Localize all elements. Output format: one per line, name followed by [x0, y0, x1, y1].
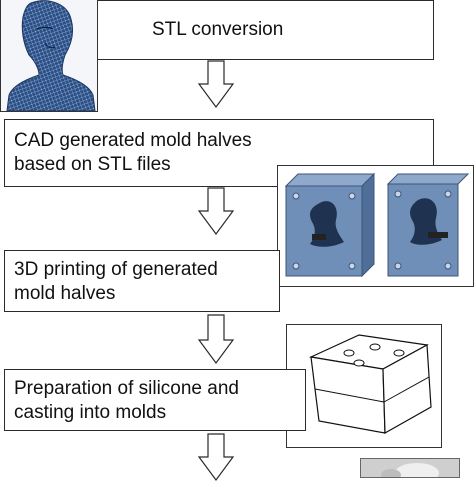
mold-halves-image	[277, 165, 474, 287]
step-silicone-casting-label: Preparation of silicone and casting into…	[14, 378, 239, 423]
mold-halves-icon	[284, 172, 470, 278]
cast-photo-image	[360, 458, 460, 478]
step-stl-conversion-label: STL conversion	[152, 19, 284, 40]
step-3d-printing-label: 3D printing of generated mold halves	[14, 259, 218, 304]
mold-block-icon	[308, 334, 432, 435]
flow-arrow-1	[197, 60, 235, 109]
flow-arrow-3	[197, 314, 235, 365]
flow-arrow-4	[197, 433, 235, 482]
step-3d-printing-box	[4, 250, 280, 312]
mold-block-image	[286, 324, 442, 448]
step-silicone-casting-box	[4, 369, 306, 431]
step-cad-mold-label: CAD generated mold halves based on STL f…	[14, 130, 252, 175]
flow-arrow-2	[197, 187, 235, 236]
cast-photo-icon	[361, 459, 459, 477]
3d-mesh-bust-icon	[6, 0, 96, 111]
bust-mesh-image	[0, 0, 98, 112]
